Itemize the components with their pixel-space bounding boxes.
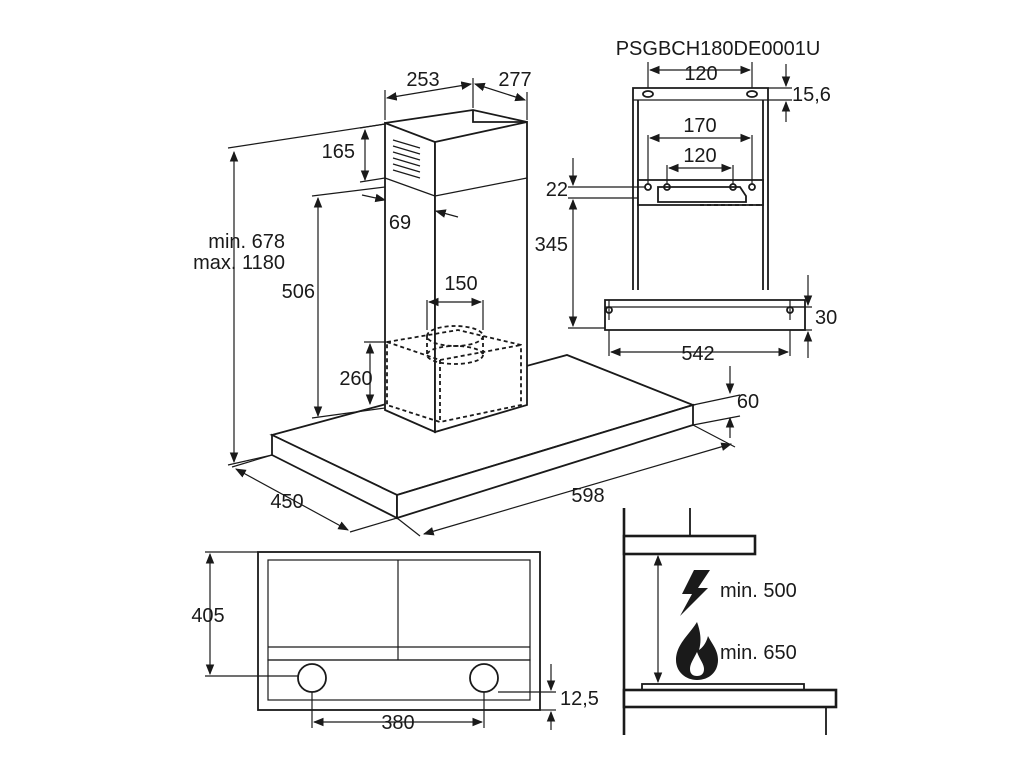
outer-hole-spacing-label: 170	[683, 115, 716, 137]
filter-spacing-label: 380	[381, 712, 414, 734]
hood-isometric-view: min. 678 max. 1180 506 260 253 277 165 6…	[193, 69, 759, 537]
vent-slots	[392, 139, 421, 179]
height-min-label: min. 678	[208, 231, 285, 253]
plate-offset-label: 22	[546, 179, 568, 201]
chimney-depth-label: 253	[406, 69, 439, 91]
bracket-detail-view: PSGBCH180DE0001U 120 15,6 17	[535, 38, 838, 365]
height-max-label: max. 1180	[193, 252, 285, 274]
gas-clearance-label: min. 650	[720, 642, 797, 664]
light-offset-label: 12,5	[560, 688, 599, 710]
duct-height-label: 506	[282, 281, 315, 303]
lower-hole-spacing-label: 542	[681, 343, 714, 365]
top-hole-spacing-label: 120	[684, 63, 717, 85]
lower-hole-offset-label: 30	[815, 307, 837, 329]
model-code: PSGBCH180DE0001U	[616, 38, 821, 60]
bottom-depth-label: 405	[191, 605, 224, 627]
electric-clearance-label: min. 500	[720, 580, 797, 602]
motor-height-label: 260	[339, 368, 372, 390]
chimney-side	[434, 120, 528, 434]
motor-box-hidden	[386, 325, 522, 423]
chimney-offset-label: 69	[389, 212, 411, 234]
canopy-width-label: 598	[571, 485, 604, 507]
outlet-diameter-label: 150	[444, 273, 477, 295]
clearance-view: min. 500 min. 650	[622, 508, 838, 735]
chimney-vent-label: 165	[322, 141, 355, 163]
flame-icon	[676, 622, 718, 680]
canopy-thickness-label: 60	[737, 391, 759, 413]
lightning-icon	[680, 570, 710, 616]
canopy-depth-label: 450	[270, 491, 303, 513]
bracket-height-label: 345	[535, 234, 568, 256]
inner-hole-spacing-label: 120	[683, 145, 716, 167]
chimney-width-label: 277	[498, 69, 531, 91]
top-offset-label: 15,6	[792, 84, 831, 106]
hood-bottom-view: 405 380 12,5	[191, 551, 599, 734]
